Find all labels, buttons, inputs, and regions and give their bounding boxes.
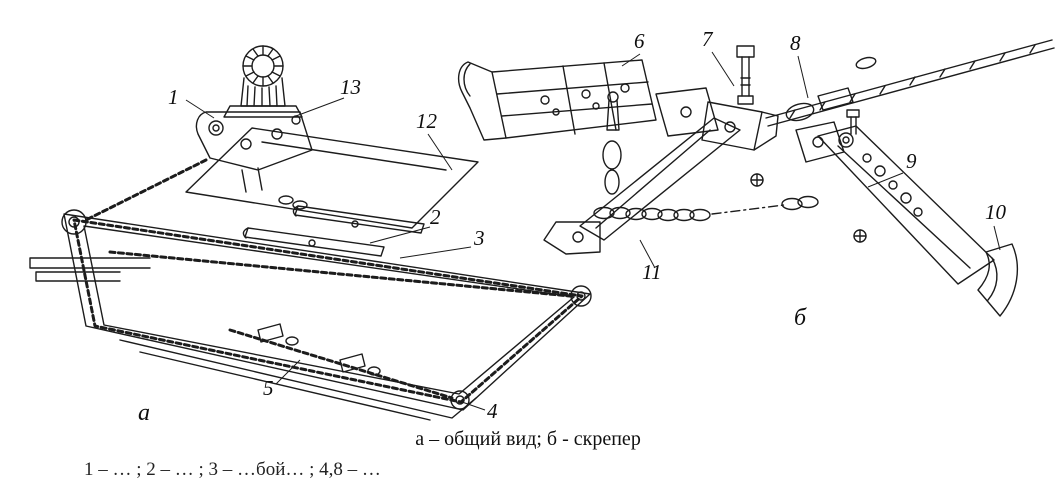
mount-bracket bbox=[195, 111, 313, 193]
figure-caption: а – общий вид; б - скрепер bbox=[415, 428, 641, 450]
callout-10-label: 10 bbox=[985, 200, 1007, 224]
lower-board bbox=[119, 339, 477, 421]
pull-beam bbox=[543, 117, 741, 255]
small-fasteners bbox=[750, 109, 867, 243]
callout-12-label: 12 bbox=[416, 109, 438, 133]
figure-b-marker: б bbox=[794, 305, 807, 331]
figure-a-drawing bbox=[29, 45, 592, 421]
callout-6-label: 6 bbox=[634, 29, 645, 53]
callout-1-label: 1 bbox=[168, 85, 179, 109]
callout-labels: 1 13 12 2 3 5 4 6 7 8 9 10 11 а б bbox=[138, 27, 1007, 426]
corner-sprockets bbox=[61, 209, 592, 410]
tow-rope bbox=[765, 39, 1055, 127]
leader-lines bbox=[185, 51, 1001, 411]
tension-chain bbox=[228, 323, 454, 400]
figure-a-marker: а bbox=[138, 400, 150, 426]
callout-13-label: 13 bbox=[340, 75, 361, 99]
drive-motor bbox=[223, 45, 303, 118]
callout-11-label: 11 bbox=[642, 260, 661, 284]
callout-7-label: 7 bbox=[702, 27, 714, 51]
figure-legend-fragment: 1 – … ; 2 – … ; 3 – …бой… ; 4,8 – … bbox=[84, 459, 381, 480]
blade-tip bbox=[977, 243, 1019, 317]
left-beam bbox=[29, 257, 151, 282]
callout-3-label: 3 bbox=[473, 226, 485, 250]
technical-drawing: 1 13 12 2 3 5 4 6 7 8 9 10 11 а б bbox=[29, 27, 1055, 426]
plate-links bbox=[278, 195, 308, 210]
scraper-body bbox=[457, 59, 657, 141]
figure-page: 1 13 12 2 3 5 4 6 7 8 9 10 11 а б а – об… bbox=[29, 27, 1055, 480]
callout-2-label: 2 bbox=[430, 205, 441, 229]
link-chain bbox=[593, 195, 819, 222]
callout-5-label: 5 bbox=[263, 376, 274, 400]
scraper-bars bbox=[242, 205, 425, 257]
callout-4-label: 4 bbox=[487, 399, 498, 423]
deck-plate bbox=[185, 127, 479, 229]
callout-8-label: 8 bbox=[790, 31, 801, 55]
scraper-arm bbox=[795, 121, 995, 285]
drive-chain bbox=[84, 158, 208, 222]
mid-chain bbox=[108, 250, 572, 298]
frame-rails bbox=[63, 213, 591, 411]
bolt-7 bbox=[736, 45, 755, 105]
callout-9-label: 9 bbox=[906, 149, 917, 173]
figure-b-drawing bbox=[457, 39, 1055, 317]
hanging-pin bbox=[602, 91, 622, 195]
hinge-assembly bbox=[655, 87, 779, 151]
